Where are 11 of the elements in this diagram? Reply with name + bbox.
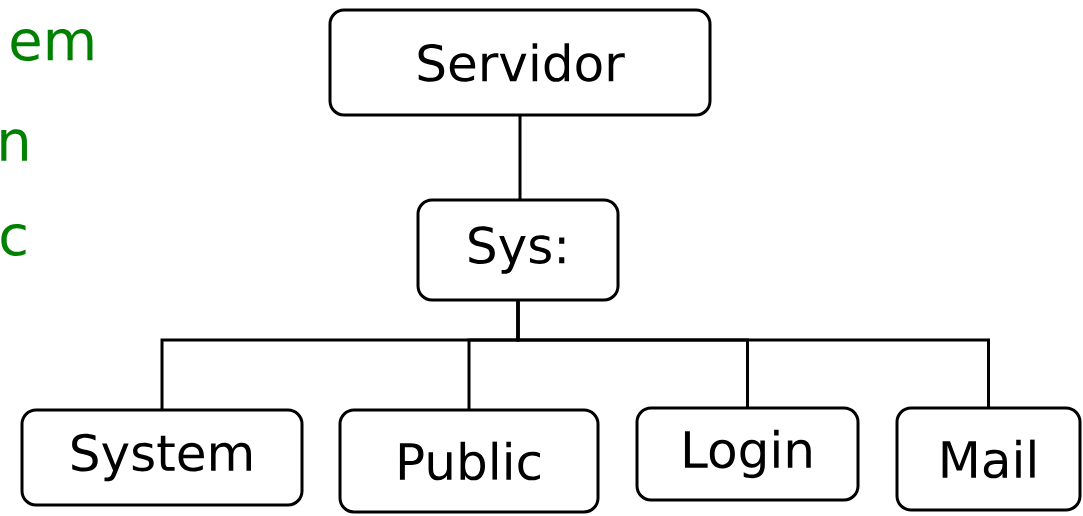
slide-text: em [11,28,93,62]
slide-text: c [1,223,26,257]
slide-text: n [1,129,27,161]
folder-box: Sys: [416,198,620,302]
folder-box: Servidor [328,8,712,117]
folder-box: Login [635,406,860,502]
connector-line [516,300,990,408]
folder-box: System [20,408,304,507]
connector-line [518,115,522,200]
folder-box: Public [338,408,600,514]
folder-box: Mail [895,406,1082,512]
